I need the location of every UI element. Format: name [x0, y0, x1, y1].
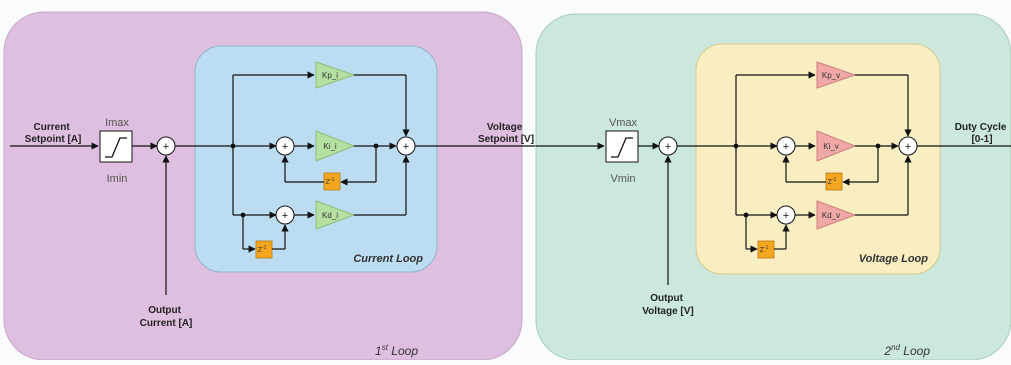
gain-label: Kp_v: [822, 71, 840, 80]
loop2-gain-d: [816, 200, 857, 230]
loop2-inner-title: Voltage Loop: [859, 253, 929, 265]
loop1-gain-d: [315, 200, 356, 230]
loop1-gain-i: [315, 130, 356, 162]
gain-label: Kd_i: [322, 211, 338, 220]
loop2-outer-title: 2nd Loop: [883, 343, 930, 358]
loop2-output-label: Duty Cycle [0-1]: [955, 122, 1009, 145]
sum-symbol: +: [403, 141, 409, 153]
loop1-inner-title: Current Loop: [353, 253, 423, 265]
delay-label: Z-1: [326, 177, 335, 186]
loop1-sat-min: Imin: [107, 173, 128, 185]
loop1-outer-title: 1st Loop: [375, 343, 418, 358]
loop2-sat-min: Vmin: [610, 173, 635, 185]
saturation-icon: [611, 137, 633, 158]
sum-symbol: +: [282, 141, 288, 153]
loop1-sat-max: Imax: [105, 117, 129, 129]
loop2-gain-p: [816, 61, 857, 89]
gain-label: Kp_i: [322, 71, 338, 80]
saturation-icon: [105, 137, 127, 158]
gain-label: Ki_i: [323, 142, 337, 151]
sum-symbol: +: [665, 141, 671, 153]
loop1-gain-p: [315, 61, 356, 89]
loop2-feedback-label: Output Voltage [V]: [642, 293, 693, 317]
sum-symbol: +: [905, 141, 911, 153]
delay-label: Z-1: [760, 245, 769, 254]
loop1-output-label: Voltage Setpoint [V]: [478, 122, 534, 145]
gain-label: Ki_v: [823, 142, 839, 151]
sum-symbol: +: [783, 210, 789, 222]
loop1-input-label: Current Setpoint [A]: [25, 122, 82, 145]
gain-label: Kd_v: [822, 211, 840, 220]
loop2-gain-i: [816, 130, 857, 162]
sum-symbol: +: [783, 141, 789, 153]
loop2-sat-max: Vmax: [609, 117, 638, 129]
sum-symbol: +: [163, 141, 169, 153]
sum-symbol: +: [282, 210, 288, 222]
loop1-feedback-label: Output Current [A]: [140, 305, 193, 329]
delay-label: Z-1: [828, 177, 837, 186]
delay-label: Z-1: [258, 245, 267, 254]
